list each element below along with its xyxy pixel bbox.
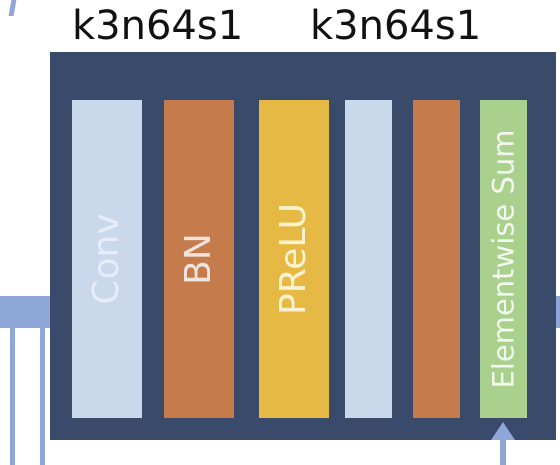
prelu-layer: PReLU: [259, 100, 329, 418]
elementwise-sum-layer: Elementwise Sum: [480, 100, 527, 418]
bn-layer-label: BN: [178, 233, 219, 285]
bn-layer: BN: [164, 100, 234, 418]
kernel-label-left: k3n64s1: [72, 3, 244, 49]
top-left-connector: [8, 0, 17, 16]
prelu-layer-label: PReLU: [273, 203, 314, 315]
skip-connection-line: [500, 438, 506, 465]
left-vertical-line-2: [40, 312, 45, 465]
conv-layer-2: [345, 100, 392, 418]
elementwise-sum-label: Elementwise Sum: [486, 129, 520, 389]
left-vertical-line-1: [10, 312, 15, 465]
conv-layer-label: Conv: [86, 213, 127, 305]
conv-layer: Conv: [72, 100, 142, 418]
kernel-label-right: k3n64s1: [310, 3, 482, 49]
up-arrow-icon: [491, 422, 515, 440]
bn-layer-2: [413, 100, 460, 418]
